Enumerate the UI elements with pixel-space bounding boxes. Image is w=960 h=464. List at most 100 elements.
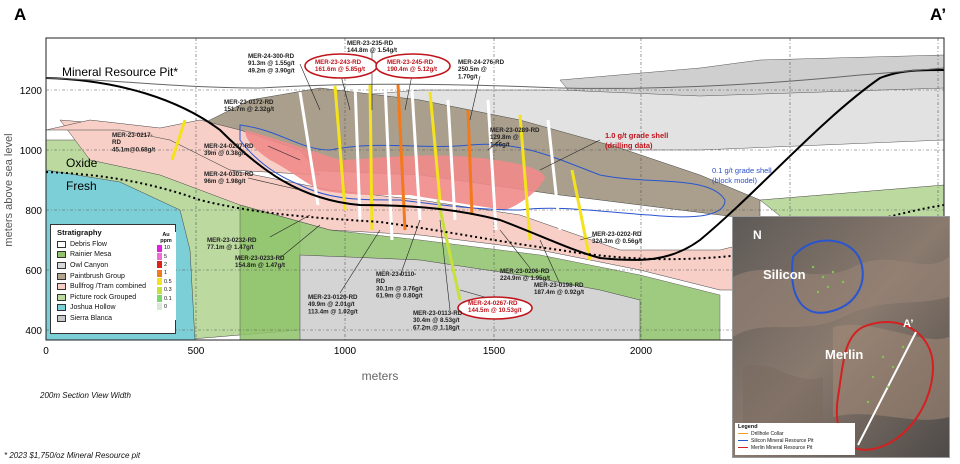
inset-legend-swatch <box>738 440 748 441</box>
legend-swatch <box>57 283 66 291</box>
oxide-label: Oxide <box>66 156 98 170</box>
drillhole-label-line: 1.70g/t <box>458 73 478 80</box>
stratigraphy-item: Joshua Hollow <box>57 303 175 314</box>
drillhole-label-line: MER-24-0267-RD <box>468 300 518 307</box>
north-arrow-icon: N <box>753 228 762 242</box>
stratigraphy-item: Debris Flow <box>57 239 175 250</box>
drillhole-label-line: 30.4m @ 8.53g/t <box>413 317 460 324</box>
au-legend-item: 0.1 <box>156 294 176 303</box>
stratigraphy-item: Paintbrush Group <box>57 271 175 282</box>
y-tick: 600 <box>25 266 42 277</box>
au-legend-title: Au ppm <box>160 232 172 244</box>
drillhole-label-line: RD <box>376 278 385 285</box>
y-tick: 800 <box>25 206 42 217</box>
au-legend-swatch <box>157 269 162 277</box>
drillhole-label-line: MER-24-300-RD <box>248 53 295 60</box>
grade-shell-drilling-sublabel: (drilling data) <box>605 141 653 150</box>
au-legend-label: 0.1 <box>164 295 172 302</box>
stratigraphy-item: Rainier Mesa <box>57 250 175 261</box>
legend-swatch <box>57 293 66 301</box>
x-tick: 1000 <box>334 346 357 357</box>
stratigraphy-item-label: Owl Canyon <box>70 261 109 269</box>
stratigraphy-item-label: Sierra Blanca <box>70 314 113 322</box>
x-axis-label: meters <box>362 369 399 383</box>
fresh-label: Fresh <box>66 179 97 193</box>
drillhole-label-line: MER-23-0120-RD <box>308 294 358 301</box>
drillhole-label-line: 144.5m @ 10.53g/t <box>468 307 522 314</box>
y-tick: 1000 <box>20 146 43 157</box>
au-legend-item: 10 <box>156 244 176 252</box>
merlin-label: Merlin <box>825 347 864 362</box>
au-legend-item: 1 <box>156 269 176 277</box>
drillhole-label-line: 49.9m @ 2.01g/t <box>308 301 355 308</box>
drillhole-label-line: MER-24-0301-RD <box>204 171 254 178</box>
footnote: * 2023 $1,750/oz Mineral Resource pit <box>4 451 141 460</box>
drillhole-label-line: 77.1m @ 1.47g/t <box>207 244 254 251</box>
legend-swatch <box>57 240 66 248</box>
drillhole-label-line: 113.4m @ 1.02g/t <box>308 308 358 315</box>
x-tick: 1500 <box>483 346 506 357</box>
stratigraphy-item: Picture rock Grouped <box>57 292 175 303</box>
grade-shell-drilling-label: 1.0 g/t grade shell <box>605 131 668 140</box>
y-axis-label: meters above sea level <box>3 133 15 246</box>
drillhole-label-line: 224.9m @ 1.95g/t <box>500 275 550 282</box>
drillhole-label-line: 61.9m @ 0.80g/t <box>376 293 423 300</box>
legend-swatch <box>57 261 66 269</box>
stratigraphy-item-label: Rainier Mesa <box>70 251 112 259</box>
x-tick: 0 <box>43 346 49 357</box>
au-legend-swatch <box>157 244 162 252</box>
topography-line <box>45 67 945 89</box>
pit-label: Mineral Resource Pit* <box>62 65 178 79</box>
drillhole-label-line: 144.8m @ 1.54g/t <box>347 47 397 54</box>
drillhole-label-line: 96m @ 1.98g/t <box>204 178 245 185</box>
x-tick: 500 <box>188 346 205 357</box>
merlin-pit-outline <box>835 321 935 451</box>
au-legend-swatch <box>157 261 162 269</box>
legend-swatch <box>57 251 66 259</box>
au-legend-item: 5 <box>156 252 176 261</box>
drillhole-label-line: MER-23-0202-RD <box>592 231 642 238</box>
drillhole-label-line: MER-23-0206-RD <box>500 268 550 275</box>
section-width-note: 200m Section View Width <box>40 391 131 400</box>
drillhole-label-line: MER-23-0198-RD <box>534 282 584 289</box>
drillhole-label-line: 161.6m @ 5.85g/t <box>315 66 365 73</box>
silicon-label: Silicon <box>763 267 806 282</box>
au-legend-swatch <box>157 295 162 303</box>
drillhole-label-line: 49.2m @ 3.90g/t <box>248 67 295 74</box>
stratigraphy-item-label: Picture rock Grouped <box>70 293 137 301</box>
drillhole-label-line: 190.4m @ 5.12g/t <box>387 66 437 73</box>
legend-swatch <box>57 314 66 322</box>
au-legend-label: 1 <box>164 270 168 277</box>
drillhole-label-line: 30.1m @ 3.76g/t <box>376 285 423 292</box>
section-label-a: A <box>14 5 26 24</box>
au-legend-item: 0 <box>156 303 176 311</box>
drillhole-label-line: MER-23-0217- <box>112 132 153 139</box>
inset-legend-swatch <box>738 433 748 434</box>
grade-shell-block-label: 0.1 g/t grade shell <box>712 166 772 175</box>
stratigraphy-title: Stratigraphy <box>57 228 102 237</box>
drillhole-label-line: MER-23-0233-RD <box>235 255 285 262</box>
legend-swatch <box>57 304 66 312</box>
drillhole-label-line: MER-23-245-RD <box>387 59 434 66</box>
highlight-ellipse <box>457 296 533 320</box>
drillhole-traces <box>170 83 592 301</box>
drillhole-label-line: 154.8m @ 1.47g/t <box>235 262 285 269</box>
drillhole-label-line: MER-24-0297-RD <box>204 143 254 150</box>
drillhole-label-line: RD <box>112 139 121 146</box>
y-tick: 1200 <box>20 86 43 97</box>
inset-legend-title: Legend <box>738 424 758 430</box>
